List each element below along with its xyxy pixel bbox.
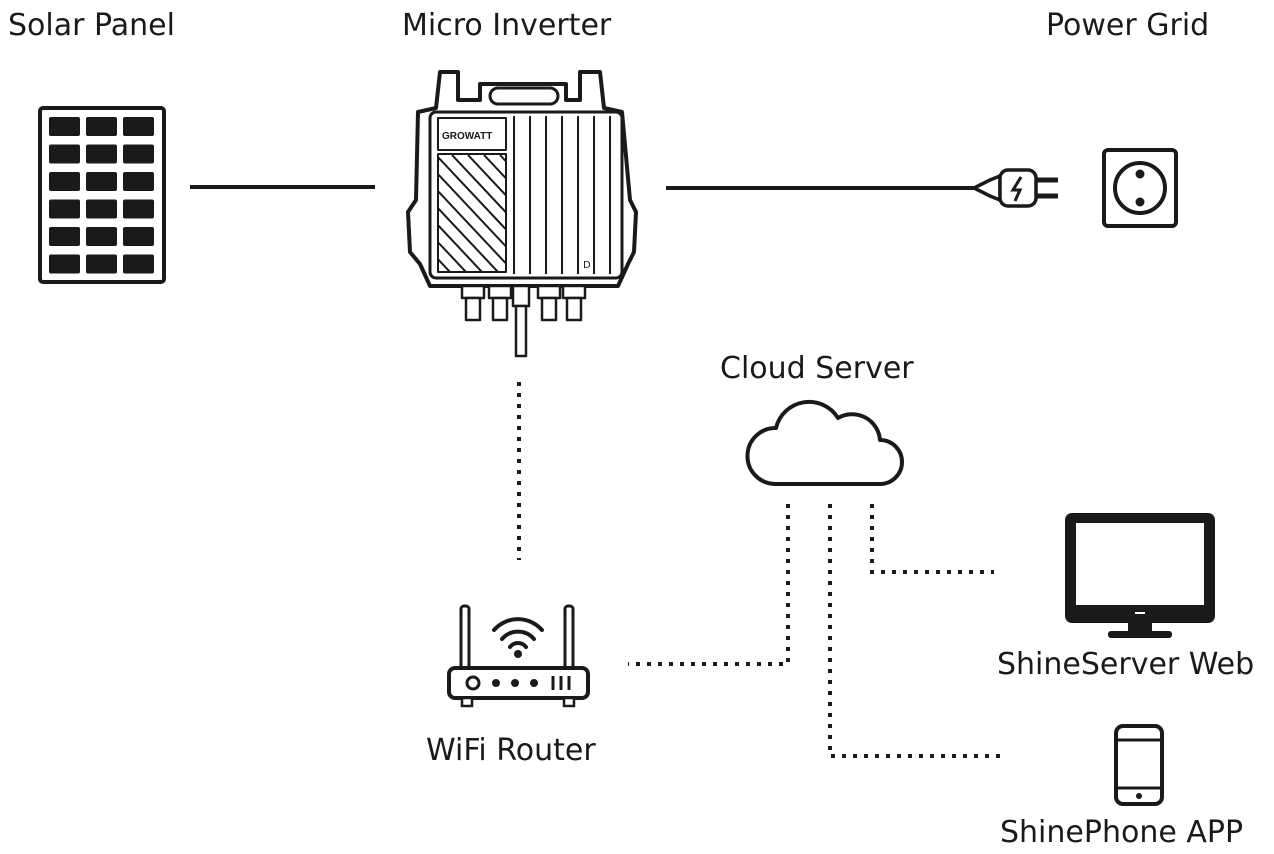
inverter-brand-logo: GROWATT (442, 131, 492, 142)
solar-cell (49, 144, 80, 164)
solar-cell (123, 254, 154, 274)
cloud-icon (745, 399, 904, 486)
solar-cell (86, 254, 117, 274)
monitor-icon (1065, 513, 1215, 638)
solar-cell (123, 172, 154, 191)
wall-socket-icon (1102, 148, 1178, 228)
hatch-line (439, 156, 505, 230)
micro-inverter-label: Micro Inverter (402, 8, 612, 43)
solar-cell (86, 227, 117, 246)
solar-panel-icon (38, 106, 166, 284)
solar-cell (49, 117, 80, 136)
hatch-line (439, 207, 499, 271)
wifi-router-icon (447, 604, 590, 708)
hatch-line (439, 224, 483, 271)
cloud-web-link (870, 504, 994, 574)
hatch-line (439, 173, 505, 247)
cloud-server-label: Cloud Server (720, 351, 914, 386)
cloud-links (628, 504, 1004, 758)
shinephone-app-label: ShinePhone APP (1000, 815, 1244, 850)
cloud-app-link (828, 504, 1004, 758)
solar-cell (49, 199, 80, 219)
solar-cell (86, 199, 117, 219)
wifi-router-label: WiFi Router (426, 733, 596, 768)
router-cloud-link (628, 504, 790, 666)
wifi-signal-icon (492, 617, 544, 649)
solar-cell (123, 199, 154, 219)
solar-cell (86, 172, 117, 191)
solar-cell (123, 144, 154, 164)
hatch-line (467, 155, 505, 196)
smartphone-icon (1114, 724, 1164, 806)
solar-panel-label: Solar Panel (8, 8, 175, 43)
hatch-line (483, 155, 505, 179)
shineserver-web-label: ShineServer Web (997, 647, 1255, 682)
solar-cell (49, 227, 80, 246)
solar-cell (86, 117, 117, 136)
solar-cell (86, 144, 117, 164)
plug-icon (970, 168, 1058, 208)
hatch-line (439, 190, 505, 264)
hatch-line (451, 155, 505, 213)
micro-inverter-icon: GROWATT D (406, 70, 638, 358)
power-grid-label: Power Grid (1046, 8, 1210, 43)
solar-cell (123, 117, 154, 136)
solar-cell (49, 172, 80, 191)
svg-text:D: D (583, 260, 591, 271)
solar-cell (123, 227, 154, 246)
hatch-line (439, 241, 467, 271)
solar-cell (49, 254, 80, 274)
